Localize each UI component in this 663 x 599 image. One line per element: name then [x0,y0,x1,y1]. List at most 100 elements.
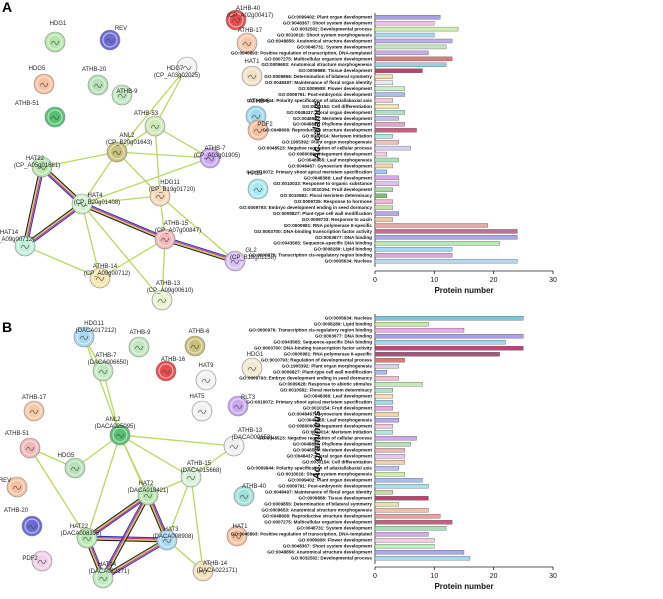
bar-row: GO:0003677: DNA binding [315,235,518,240]
network-node-athb-15[interactable]: ATHB-15(DACA015668) [181,461,222,488]
network-node-hat1[interactable]: HAT1 [241,59,263,87]
network-edge [190,476,204,572]
bar-row: GO:0048497: Maintenance of floral organ … [265,80,393,85]
bar-category-label: GO:0048523: Negative regulation of cellu… [258,146,372,151]
network-node-athb-7[interactable]: ATHB-7(CP_A03g01905) [194,146,240,169]
network-node-hat4[interactable]: HAT4(CP_B20g01408) [71,193,120,215]
network-node-hdg11[interactable]: HDG11(CP_B19g01720) [149,180,195,207]
bar-row: GO:0048497: Maintenance of floral organ … [265,490,393,495]
network-node-athb-20[interactable]: ATHB-20 [4,508,43,537]
bar-row: GO:0009827: Plant-type cell wall modific… [273,211,399,216]
bar-category-label: GO:0003700: DNA-binding transcription fa… [254,346,372,351]
network-node-athb-53[interactable]: ATHB-53 [134,111,166,137]
network-node-athb-17[interactable]: ATHB-17 [236,28,263,54]
node-highlight [47,34,63,50]
network-node-athb-9[interactable]: ATHB-9 [111,84,138,106]
bar-category-label: GO:0048965: Leaf morphogenesis [298,157,373,162]
network-edge [81,203,101,279]
network-node-athb-6[interactable]: ATHB-6 [184,329,210,357]
network-node-hdg5[interactable]: HDG5 [58,453,86,479]
node-sublabel: (CP_A03g01905) [194,153,240,159]
network-node-hat2[interactable]: HAT2(DACA018421) [128,481,169,506]
bar-category-label: GO:0009733: Response to auxin [302,217,372,222]
network-node-pdf2[interactable]: PDF2 [22,550,53,572]
network-node-rev[interactable]: REV [0,476,28,498]
node-structure-icon [115,433,125,438]
node-label: ATHB-17 [238,28,263,34]
node-structure-icon [150,124,160,129]
bar-row: GO:0009628: Response to abiotic stimulus [279,382,423,387]
bar-category-label: GO:0010154: Fruit development [303,187,373,192]
node-sublabel: (DACA008395) [61,531,102,537]
network-node-athb-40[interactable]: ATHB-40 [233,484,267,507]
bar [374,128,417,133]
network-edge [22,166,41,246]
network-node-rev[interactable]: REV [99,26,127,51]
bar [374,328,465,333]
network-node-anl2[interactable]: ANL2(DACA025095) [95,417,136,446]
network-node-athb-15[interactable]: ATHB-15(CP_A07g00847) [154,221,201,250]
network-node-athb-16[interactable]: ATHB-16 [155,357,186,382]
network-node-hat9[interactable]: HAT9 [195,363,217,391]
bar [374,98,393,103]
bar-category-label: GO:0009908: Flower development [298,538,372,543]
network-node-hat22[interactable]: HAT22(DACA008395) [61,524,102,549]
network-node-athb-20[interactable]: ATHB-20 [82,67,109,96]
network-node-hdg11[interactable]: HDG11(DACA017212) [73,321,117,348]
network-edge [23,201,82,245]
network-node-rlt3[interactable]: RLT3 [227,395,256,417]
bar-category-label: GO:0010072: Primary shoot apical meriste… [246,400,372,405]
panel-letter: B [2,319,12,335]
bar-row: GO:0009791: Post-embryonic development [278,92,405,97]
bar-category-label: GO:0010016: Shoot system morphogenesis [277,472,372,477]
node-sublabel: (DACA017212) [76,328,117,334]
node-highlight [187,338,203,354]
bar-category-label: GO:0048827: Phyllome development [293,122,373,127]
network-node-hat14[interactable]: HAT14(DACA022171) [89,562,130,589]
network-node-hdg1[interactable]: HDG1 [241,352,264,379]
network-node-pdf2[interactable]: PDF2 [247,119,273,141]
node-structure-icon [233,404,243,409]
node-structure-icon [93,83,103,88]
network-edge [116,151,211,159]
network-node-a1hb-40[interactable]: A1HB-40(CP_A02g00417) [225,6,273,31]
network-node-athb-51[interactable]: ATHB-51 [15,101,66,128]
node-structure-icon [229,444,239,449]
bar-category-label: GO:0000976: Transcription cis-regulatory… [249,328,372,333]
node-structure-icon [27,524,37,529]
node-label: HDG5 [29,66,46,72]
network-node-hat22[interactable]: HAT22(CP_A05g01681) [14,156,60,178]
node-highlight [112,427,128,443]
network-node-athb-14[interactable]: ATHB-14(DACA022171) [192,560,238,582]
bar-category-label: GO:0010016: Shoot system morphogenesis [277,32,372,37]
network-node-gl2[interactable]: GL2(CP_B18g01158) [224,248,276,272]
node-structure-icon [231,18,241,23]
network-node-athb-9[interactable]: ATHB-9 [128,330,151,358]
network-node-athb-13[interactable]: ATHB-13(DACA000653) [223,428,272,457]
network-node-hdg7[interactable]: HDG7(CP_A03g02025) [154,56,200,79]
bar-category-label: GO:0048497: Maintenance of floral organ … [265,80,372,85]
network-node-hdg1[interactable]: HDG1 [44,21,67,53]
node-sublabel: (DACA022171) [197,568,238,574]
network-node-athb-51[interactable]: ATHB-51 [5,431,41,459]
network-node-anl2[interactable]: ANL2(CP_B20g01643) [106,133,152,163]
node-label: ATHB-40 [242,484,267,490]
network-node-hat5[interactable]: HAT5 [190,394,213,422]
network-node-hat14[interactable]: HAT14(CP_A09g00712) [0,230,36,257]
network-edge [100,493,147,578]
bar-row: GO:0048608: Reproductive structure devel… [262,514,441,519]
bar [374,258,518,264]
network-edge [101,494,148,578]
bar-category-label: GO:0009793: Embryo development ending in… [239,205,372,210]
network-node-athb-17[interactable]: ATHB-17 [22,395,47,422]
node-highlight [227,253,243,269]
network-node-athb-13[interactable]: ATHB-13(CP_A09g00610) [147,281,193,311]
network-node-hat1[interactable]: HAT1 [226,524,249,547]
network-node-hat3[interactable]: HAT3(DACA008908) [153,527,194,551]
network-node-athb-7[interactable]: ATHB-7(DACA006650) [88,353,129,382]
network-node-hdg5[interactable]: HDG5 [29,66,55,95]
network-node-athb-14[interactable]: ATHB-14(CP_A09g00712) [84,264,130,289]
network-node-ha15[interactable]: HA15 [247,171,269,200]
node-label: HAT1 [233,524,249,530]
